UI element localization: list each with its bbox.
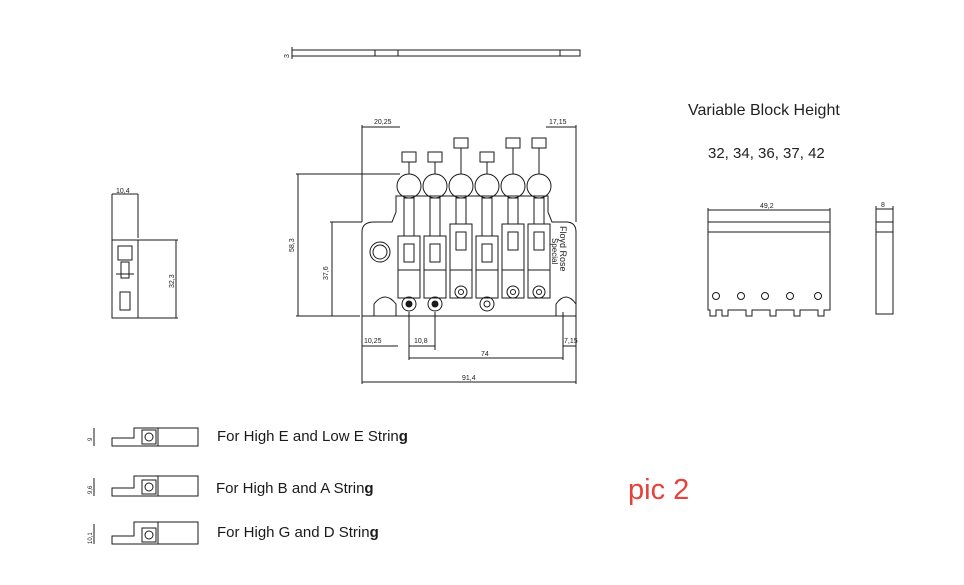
saddle-label-2: For High B and A String <box>216 480 374 497</box>
dim-saddle-1: 9 <box>88 437 94 441</box>
dim-string-span: 74 <box>481 351 489 358</box>
dim-left-offset: 10,25 <box>364 338 382 345</box>
saddle-label-3: For High G and D String <box>217 524 379 541</box>
dim-top-left: 20,25 <box>374 119 392 126</box>
saddle-variant-3: 10,1 <box>88 521 199 545</box>
saddle-variant-2: 9,6 <box>88 475 199 497</box>
block-height-heading: Variable Block Height <box>688 102 840 119</box>
top-plate-view: 3 <box>284 47 581 59</box>
dim-side-height: 32,3 <box>169 274 176 288</box>
dim-side-width: 10,4 <box>116 188 130 195</box>
dim-plate-thickness: 3 <box>284 54 291 58</box>
brand-logo: Floyd Rose <box>558 226 568 272</box>
dim-saddle-2: 9,6 <box>88 485 94 494</box>
dim-total-width: 91,4 <box>462 375 476 382</box>
dim-right-offset: 7,15 <box>564 338 578 345</box>
saddle-variant-1: 9 <box>88 427 199 447</box>
dim-top-right: 17,15 <box>549 119 567 126</box>
dim-block-depth: 8 <box>881 202 885 209</box>
block-front-view: 49,2 <box>707 203 831 317</box>
bridge-front-view: 20,25 17,15 58,3 37,6 <box>289 119 578 384</box>
dim-block-width: 49,2 <box>760 203 774 210</box>
side-view: 10,4 32,3 <box>111 188 178 319</box>
saddle-label-1: For High E and Low E String <box>217 428 408 445</box>
dim-body-height: 37,6 <box>323 266 330 280</box>
dim-saddle-3: 10,1 <box>88 532 94 544</box>
block-side-view: 8 <box>875 202 894 315</box>
brand-model: Special <box>550 238 559 264</box>
dim-saddle-width: 10,8 <box>414 338 428 345</box>
dim-total-height: 58,3 <box>289 238 296 252</box>
pic-label: pic 2 <box>628 474 690 506</box>
block-height-values: 32, 34, 36, 37, 42 <box>708 145 825 162</box>
